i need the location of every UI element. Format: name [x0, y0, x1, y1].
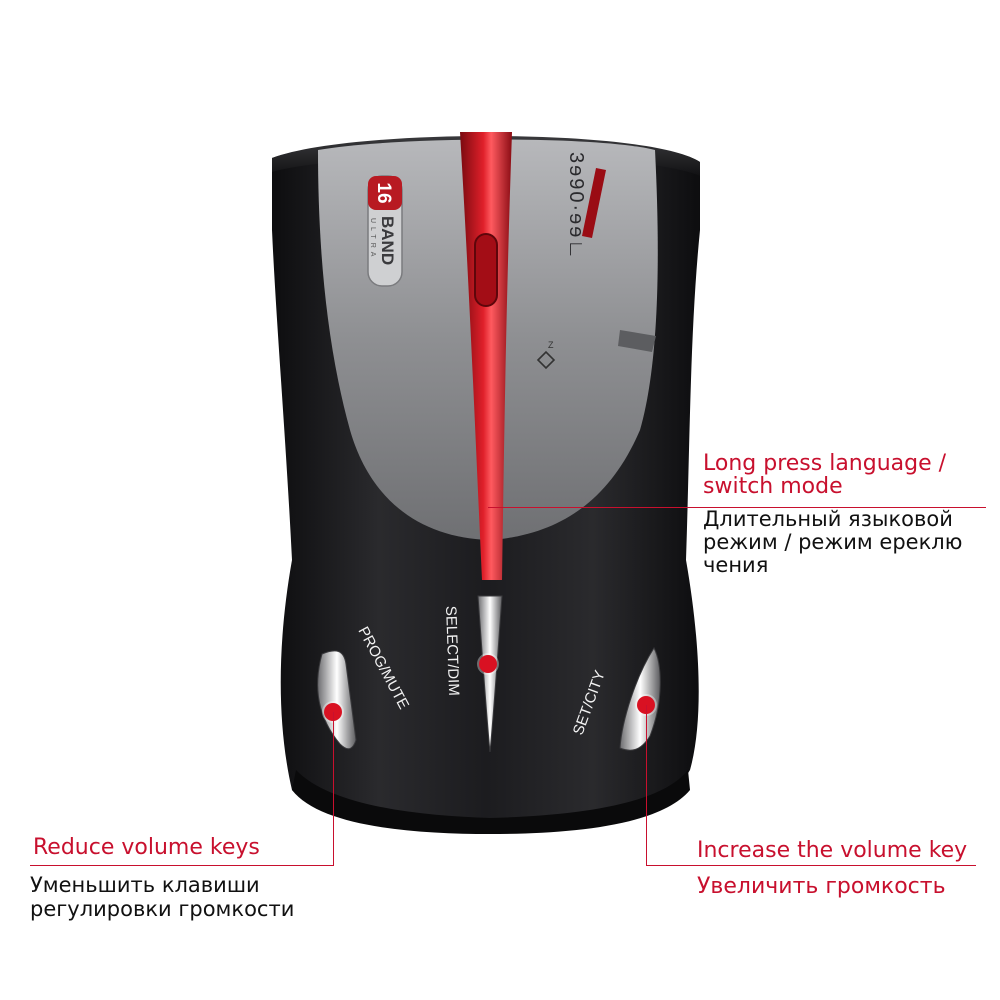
panel-side-notch	[618, 330, 656, 352]
chrome-center-blade	[477, 595, 503, 753]
left-chrome-key	[317, 650, 357, 750]
increase-annotation-ru: Увеличить громкость	[697, 874, 946, 899]
increase-annotation-en: Increase the volume key	[697, 838, 968, 863]
select-dim-marker	[479, 655, 497, 673]
select-annotation-ru-3: чения	[703, 553, 769, 577]
select-dim-label: SELECT/DIM	[442, 606, 462, 697]
brand-slash	[582, 168, 606, 238]
red-center-stripe	[460, 132, 512, 580]
reduce-leader-vertical	[333, 712, 334, 866]
increase-leader-vertical	[646, 705, 647, 866]
band-sub-text: ULTRA	[369, 218, 376, 260]
band-number-text: 16	[373, 182, 394, 203]
stripe-button	[474, 233, 498, 307]
reduce-leader-horizontal	[30, 865, 334, 866]
reduce-annotation-ru-1: Уменьшить клавиши	[30, 873, 260, 897]
select-leader-line	[488, 507, 986, 508]
reduce-annotation-ru-2: регулировки громкости	[30, 897, 295, 921]
small-mark-text: Z	[548, 340, 554, 350]
increase-leader-horizontal	[646, 865, 976, 866]
band-word-text: BAND	[378, 216, 397, 265]
reduce-annotation-en: Reduce volume keys	[33, 835, 260, 860]
brand-logo: 3ɘ90·ɘɘ∟	[565, 152, 587, 261]
select-annotation-ru-1: Длительный языковой	[703, 507, 953, 531]
device-base	[292, 770, 690, 834]
band-badge: 16 BAND ULTRA	[367, 175, 403, 287]
small-logo: Z	[536, 340, 556, 370]
brand-mark-text: 3ɘ90·ɘɘ∟	[565, 152, 587, 261]
select-annotation-en-1: Long press language /	[703, 451, 947, 476]
select-annotation-en-2: switch mode	[703, 474, 843, 499]
select-annotation-ru-2: режим / режим ереклю	[703, 530, 963, 554]
